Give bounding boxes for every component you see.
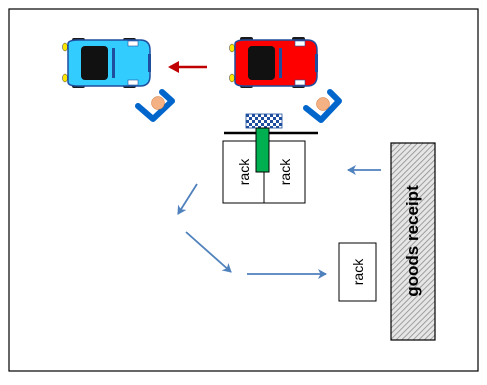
rack-label-left: rack (235, 158, 252, 186)
gate-pole-front (255, 127, 270, 173)
goods-receipt-label: goods receipt (403, 185, 422, 297)
red-car-icon (229, 37, 318, 88)
flow-arrow (185, 231, 232, 273)
blue-car-icon (62, 38, 151, 88)
rack-box-right (263, 140, 306, 204)
rack-box-single (338, 242, 377, 302)
flow-arrows (177, 165, 381, 279)
goods-receipt-area (390, 142, 436, 341)
rack-label-right: rack (276, 158, 293, 186)
person-icon (135, 89, 175, 122)
rack-label-single: rack (349, 258, 366, 286)
person-icon (303, 89, 342, 123)
flow-arrow (177, 183, 198, 215)
